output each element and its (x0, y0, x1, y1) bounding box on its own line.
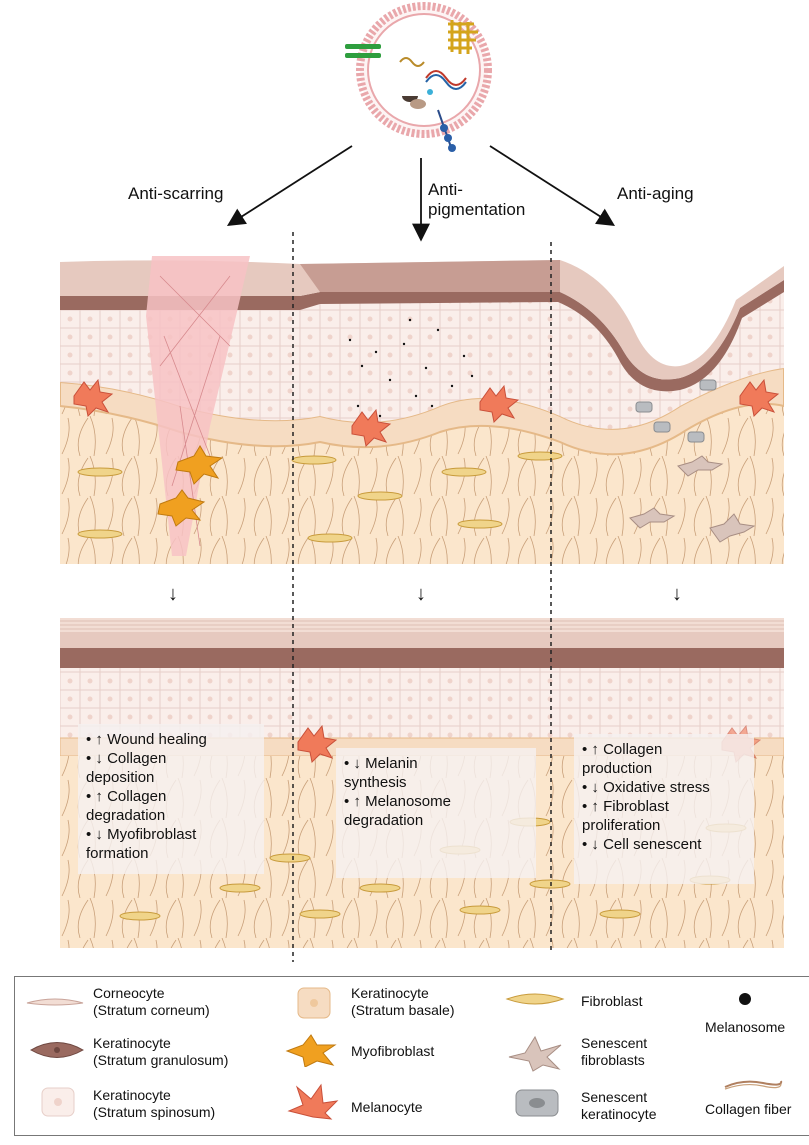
senescent-fibroblast-icon (505, 1033, 567, 1073)
legend: Corneocyte (Stratum corneum) Keratinocyt… (14, 976, 809, 1136)
therapy-arrows (0, 0, 809, 250)
melanocyte-icon (285, 1081, 341, 1121)
anti-pigmentation-effects: • ↓ Melanin synthesis • ↑ Melanosome deg… (336, 748, 536, 878)
effect-line: degradation (344, 811, 528, 830)
effect-line: • ↑ Collagen (86, 787, 256, 806)
legend-corneocyte: Corneocyte (Stratum corneum) (93, 985, 210, 1019)
anti-scarring-effects: • ↑ Wound healing • ↓ Collagen depositio… (78, 724, 264, 874)
effect-line: degradation (86, 806, 256, 825)
collagen-fiber-icon (723, 1077, 783, 1091)
effect-line: • ↓ Melanin (344, 754, 528, 773)
melanosome-icon (737, 991, 753, 1007)
legend-spinosum: Keratinocyte (Stratum spinosum) (93, 1087, 215, 1121)
legend-melanosome: Melanosome (705, 1019, 785, 1036)
effect-line: • ↑ Collagen (582, 740, 746, 759)
effect-line: deposition (86, 768, 256, 787)
effect-line: • ↑ Wound healing (86, 730, 256, 749)
basale-cell-icon (297, 987, 331, 1019)
effect-line: production (582, 759, 746, 778)
spinosum-cell-icon (41, 1087, 75, 1117)
anti-aging-label: Anti-aging (617, 184, 694, 204)
anti-pigmentation-label: Anti- pigmentation (428, 180, 525, 220)
legend-granulosum: Keratinocyte (Stratum granulosum) (93, 1035, 228, 1069)
effect-line: • ↓ Cell senescent (582, 835, 746, 854)
anti-pigmentation-line1: Anti- (428, 180, 525, 200)
senescent-keratinocyte-icon (515, 1089, 559, 1117)
effect-line: • ↓ Collagen (86, 749, 256, 768)
legend-basale: Keratinocyte (Stratum basale) (351, 985, 454, 1019)
anti-aging-effects: • ↑ Collagen production • ↓ Oxidative st… (574, 734, 754, 884)
effect-line: synthesis (344, 773, 528, 792)
effect-line: • ↓ Myofibroblast (86, 825, 256, 844)
effect-line: • ↑ Melanosome (344, 792, 528, 811)
granulosum-cell-icon (29, 1039, 85, 1061)
legend-senescent-fibroblasts: Senescent fibroblasts (581, 1035, 647, 1069)
legend-melanocyte: Melanocyte (351, 1099, 423, 1116)
myofibroblast-icon (283, 1033, 343, 1067)
effect-line: formation (86, 844, 256, 863)
legend-fibroblast: Fibroblast (581, 993, 642, 1010)
anti-pigmentation-line2: pigmentation (428, 200, 525, 220)
corneocyte-icon (25, 993, 85, 1013)
fibroblast-icon (505, 991, 565, 1007)
effect-line: • ↓ Oxidative stress (582, 778, 746, 797)
legend-collagen-fiber: Collagen fiber (705, 1101, 791, 1118)
legend-myofibroblast: Myofibroblast (351, 1043, 434, 1060)
anti-scarring-label: Anti-scarring (128, 184, 223, 204)
effect-line: proliferation (582, 816, 746, 835)
legend-senescent-keratinocyte: Senescent keratinocyte (581, 1089, 656, 1123)
effect-line: • ↑ Fibroblast (582, 797, 746, 816)
